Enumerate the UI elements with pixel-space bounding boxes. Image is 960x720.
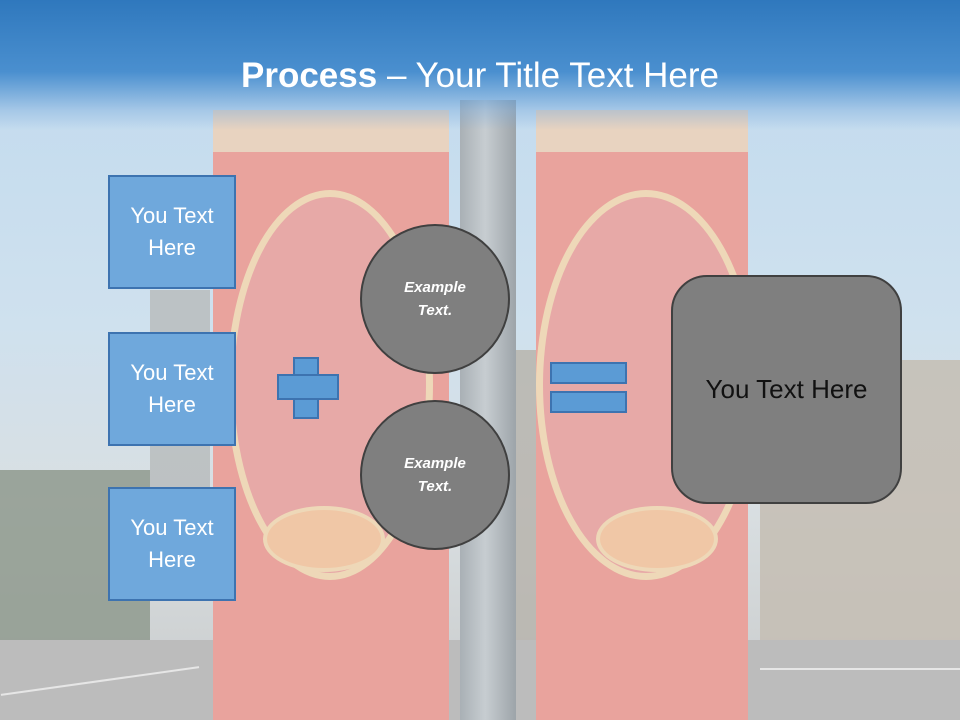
input-box-3: You Text Here <box>108 487 236 601</box>
input-box-2: You Text Here <box>108 332 236 446</box>
plus-center <box>295 376 317 398</box>
banner-plaque <box>596 506 718 572</box>
example-circle-1-text: Example Text. <box>404 279 466 319</box>
equals-bottom-bar <box>550 391 627 413</box>
title-rest: – Your Title Text Here <box>377 56 719 95</box>
banner-plaque <box>263 506 385 572</box>
street-marking <box>760 668 960 670</box>
result-box: You Text Here <box>671 275 902 504</box>
input-box-1: You Text Here <box>108 175 236 289</box>
title-bold: Process <box>241 56 378 95</box>
example-circle-2: Example Text. <box>360 400 510 550</box>
title-bar <box>0 0 960 130</box>
input-box-1-text: You Text Here <box>130 203 214 260</box>
input-box-2-text: You Text Here <box>130 360 214 417</box>
example-circle-2-text: Example Text. <box>404 455 466 495</box>
equals-top-bar <box>550 362 627 384</box>
input-box-3-text: You Text Here <box>130 515 214 572</box>
slide-title: Process – Your Title Text Here <box>0 54 960 98</box>
result-box-text: You Text Here <box>705 374 868 404</box>
example-circle-1: Example Text. <box>360 224 510 374</box>
